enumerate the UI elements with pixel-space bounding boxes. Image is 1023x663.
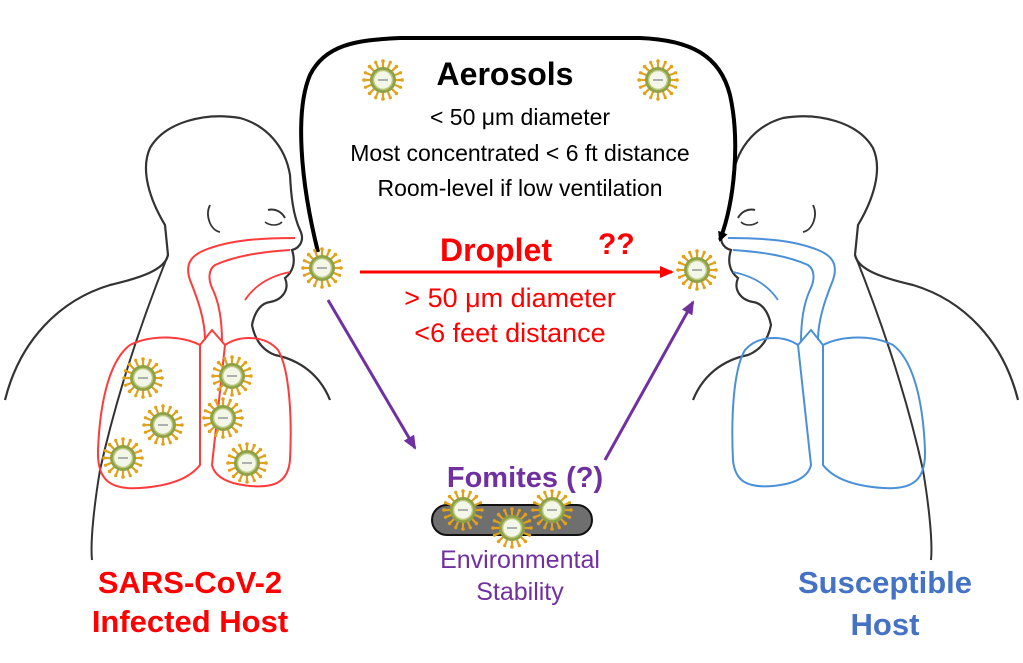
infected-host-silhouette — [3, 115, 332, 561]
susceptible-host-label: Host — [850, 607, 920, 642]
virus-particle-icon — [361, 58, 405, 102]
virus-particle-icon — [441, 488, 485, 532]
fomite-arrow-to-surface — [326, 299, 417, 450]
aerosols-line: < 50 μm diameter — [429, 104, 611, 130]
infected-host-label: Infected Host — [91, 604, 289, 639]
susceptible-host-silhouette — [691, 115, 1020, 561]
fomites-line: Stability — [476, 578, 564, 606]
virus-particle-icon — [225, 441, 269, 485]
aerosols-title: Aerosols — [436, 56, 574, 92]
virus-particle-icon — [141, 403, 185, 447]
virus-particle-icon — [530, 488, 574, 532]
droplet-line: <6 feet distance — [414, 318, 606, 348]
droplet-line: > 50 μm diameter — [404, 283, 616, 313]
virus-particle-icon — [490, 506, 534, 550]
fomites-line: Environmental — [440, 546, 600, 574]
droplet-question-marks: ?? — [598, 228, 635, 261]
susceptible-host-label: Susceptible — [798, 565, 972, 600]
virus-particle-icon — [675, 248, 719, 292]
virus-particle-icon — [210, 354, 254, 398]
aerosols-line: Room-level if low ventilation — [377, 175, 663, 201]
virus-particle-icon — [121, 356, 165, 400]
fomites-title: Fomites (?) — [446, 462, 604, 494]
infected-host-label: SARS-CoV-2 — [97, 565, 283, 600]
virus-particle-icon — [101, 436, 145, 480]
aerosol-arrow — [299, 36, 738, 253]
virus-particle-icon — [300, 246, 344, 290]
droplet-title: Droplet — [440, 232, 552, 268]
virus-particle-icon — [636, 58, 680, 102]
virus-particle-icon — [201, 396, 245, 440]
fomite-arrow-to-host — [603, 300, 695, 461]
aerosols-line: Most concentrated < 6 ft distance — [350, 140, 690, 166]
